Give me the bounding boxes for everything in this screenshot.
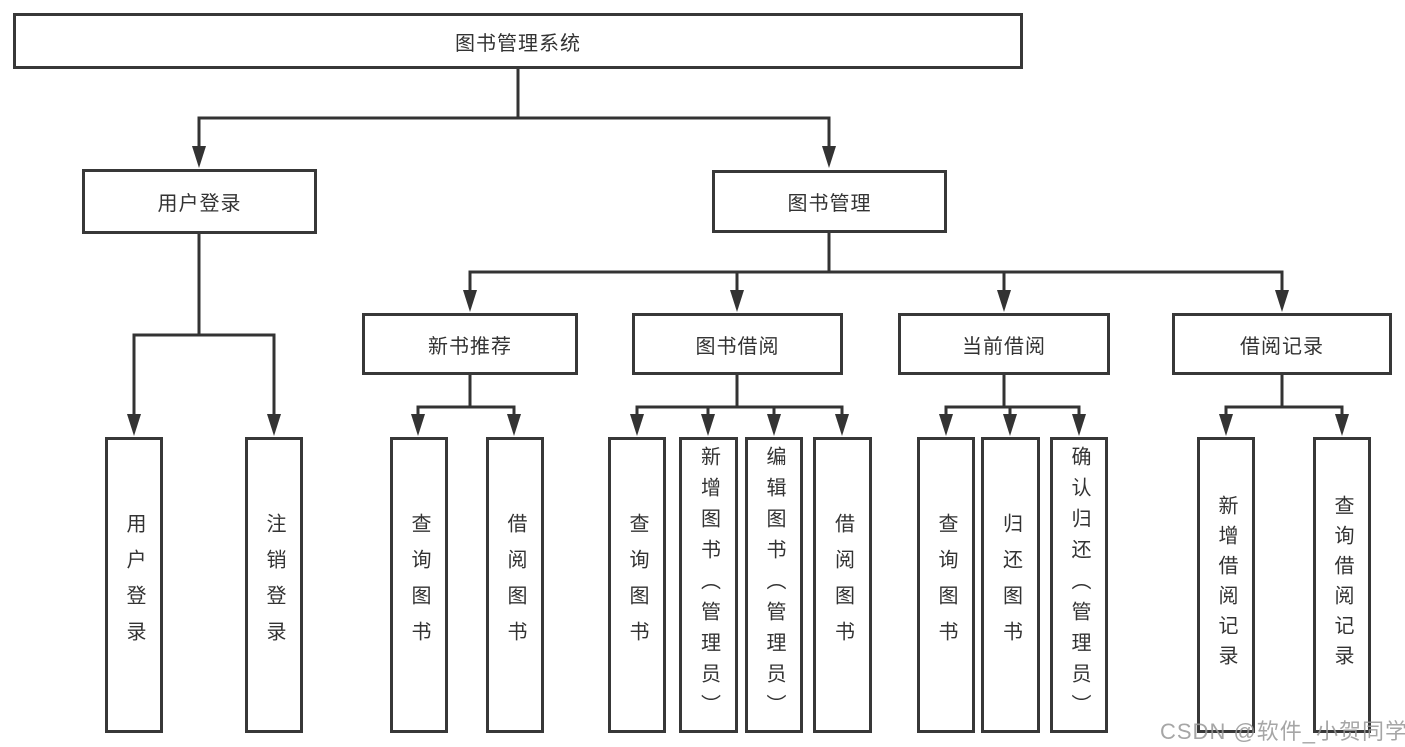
node-borrowing-records: 借阅记录 (1172, 313, 1392, 375)
node-leaf-query-books-2: 查询图书 (608, 437, 666, 733)
node-label: 确认归还（管理员） (1068, 445, 1090, 725)
node-book-management: 图书管理 (712, 170, 947, 233)
node-label: 查询借阅记录 (1331, 495, 1353, 675)
node-label: 新增图书（管理员） (697, 445, 720, 725)
node-leaf-add-books-admin: 新增图书（管理员） (679, 437, 738, 733)
node-leaf-borrow-books-2: 借阅图书 (813, 437, 872, 733)
node-label: 借阅图书 (831, 513, 854, 657)
node-label: 借阅图书 (504, 513, 526, 657)
node-label: 新增借阅记录 (1215, 495, 1237, 675)
node-leaf-query-borrow-record: 查询借阅记录 (1313, 437, 1371, 733)
node-label: 用户登录 (123, 513, 145, 657)
node-leaf-return-books: 归还图书 (981, 437, 1040, 733)
node-current-borrowing: 当前借阅 (898, 313, 1110, 375)
node-leaf-edit-books-admin: 编辑图书（管理员） (745, 437, 803, 733)
node-user-login: 用户登录 (82, 169, 317, 234)
node-label: 注销登录 (263, 513, 285, 657)
node-leaf-borrow-books-1: 借阅图书 (486, 437, 544, 733)
node-label: 用户登录 (157, 193, 242, 215)
node-label: 查询图书 (935, 513, 957, 657)
node-leaf-add-borrow-record: 新增借阅记录 (1197, 437, 1255, 733)
node-label: 查询图书 (626, 513, 648, 657)
csdn-watermark: CSDN @软件_小贺同学 (1160, 719, 1405, 744)
node-new-book-recommend: 新书推荐 (362, 313, 578, 375)
node-root: 图书管理系统 (13, 13, 1023, 69)
node-label: 新书推荐 (428, 335, 512, 358)
node-label: 借阅记录 (1240, 335, 1324, 358)
node-label: 图书管理 (787, 193, 872, 215)
node-label: 编辑图书（管理员） (763, 445, 785, 725)
node-label: 当前借阅 (962, 335, 1046, 358)
node-leaf-confirm-return-admin: 确认归还（管理员） (1050, 437, 1108, 733)
node-label: 图书借阅 (695, 335, 780, 358)
node-label: 查询图书 (408, 513, 430, 657)
node-leaf-query-books-1: 查询图书 (390, 437, 448, 733)
node-leaf-logout: 注销登录 (245, 437, 303, 733)
node-book-borrowing: 图书借阅 (632, 313, 843, 375)
node-leaf-query-books-3: 查询图书 (917, 437, 975, 733)
node-label: 归还图书 (999, 513, 1022, 657)
node-label: 图书管理系统 (455, 32, 581, 55)
node-leaf-user-login: 用户登录 (105, 437, 163, 733)
